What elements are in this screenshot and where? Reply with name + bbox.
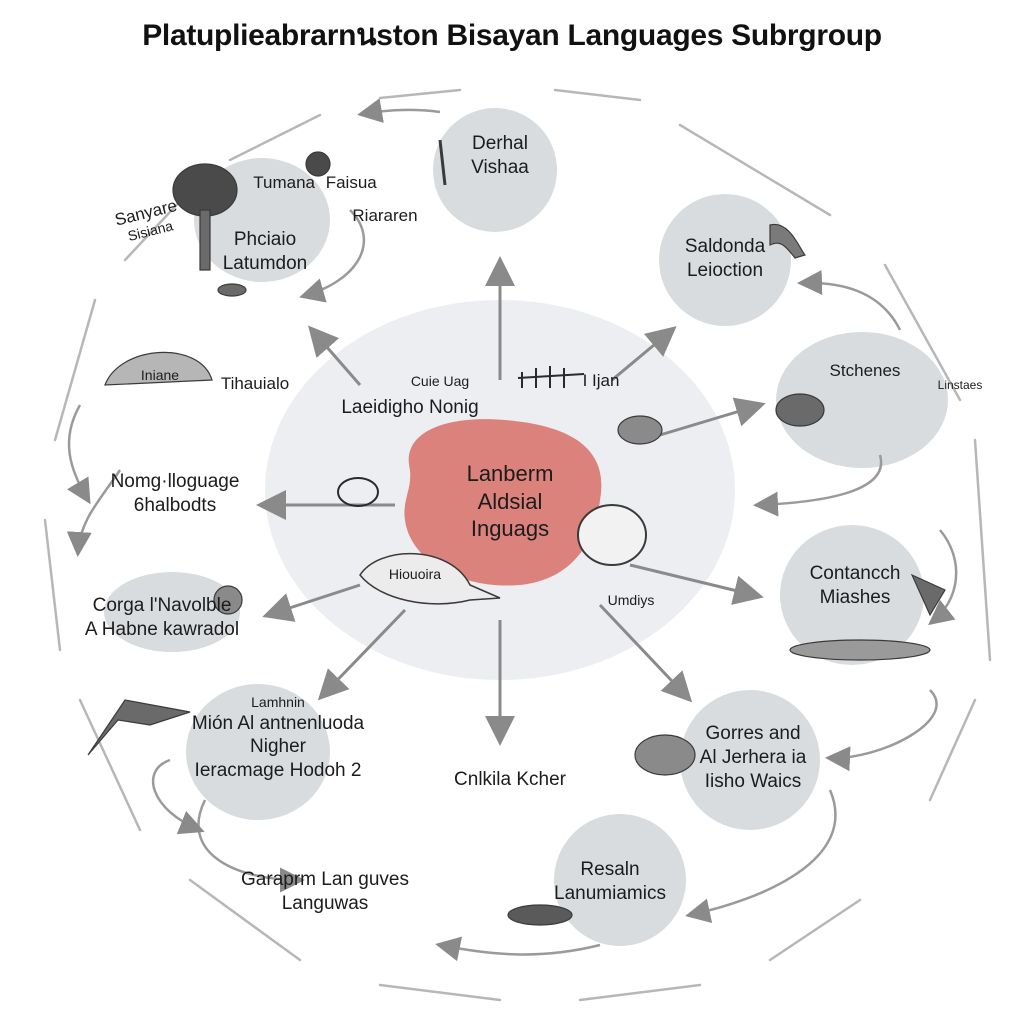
ll-line-3: Nigher [250, 736, 306, 758]
upper-right-label: Saldonda Leioction [660, 235, 790, 283]
node-top-label: Derhal Vishaa [440, 132, 560, 180]
beetle-icon [337, 477, 379, 507]
node-bottom-right [554, 814, 686, 946]
ring-arrows [66, 98, 958, 962]
node-upper-right [659, 194, 791, 326]
tree-icon [305, 151, 331, 177]
inner-bottom-right-label: Umdiys [607, 592, 655, 608]
rm-line-1: Contancch [809, 563, 901, 584]
rodent-icon [359, 552, 501, 605]
mll-line-2: A Habne kawradol [84, 618, 240, 640]
rl-line-2: Al Jerhera ia [699, 746, 807, 768]
lower-left-label: Lamhnin Mión Al antnenluoda Nigher Ierac… [178, 694, 378, 783]
br-line-1: Resaln [580, 859, 640, 880]
rhino-icon [634, 734, 696, 776]
ur-line-1: Saldonda [684, 236, 766, 257]
rl-line-1: Gorres and [705, 723, 801, 744]
pterosaur-icon [87, 699, 191, 756]
ll-line-4: Ieracmage Hodoh 2 [194, 760, 362, 781]
ll-line-2: Mión Al antnenluoda [191, 712, 365, 734]
bottom-center-label: Cnlkila Kcher [454, 769, 566, 790]
armadillo-icon [104, 351, 213, 386]
bl-line-2: Languwas [281, 892, 369, 914]
left-upper-label: Tihauialo [220, 374, 290, 393]
palm-icon [438, 139, 447, 186]
upper-left-mid-label: Phciaio Latumdon [200, 228, 330, 276]
bottom-right-label: Resaln Lanumiamics [545, 858, 675, 906]
right-lower-label: Gorres and Al Jerhera ia Iisho Waics [688, 722, 818, 793]
inner-topright-label: I Ijan [582, 371, 620, 390]
node-lower-left [186, 684, 330, 820]
right-upper-tag: Linstaes [937, 378, 983, 392]
node-right-lower [680, 690, 820, 830]
ll-line-1: Lamhnin [251, 694, 305, 710]
mound-icon [507, 904, 573, 926]
left-upper-inner-label: Iniane [140, 367, 180, 383]
node-right-upper [776, 332, 948, 468]
center-arrows [256, 256, 766, 746]
rm-line-2: Miashes [819, 586, 891, 608]
node-right-mid [780, 525, 924, 665]
fence-icon [517, 366, 585, 388]
trunk-icon [199, 209, 211, 271]
bl-line-1: Garaprm Lan guves [241, 869, 409, 890]
center-line-2: Aldsial [477, 488, 543, 514]
center-line-3: Inguags [470, 516, 550, 541]
ul-top-line-1: Tumana [253, 173, 315, 192]
mll-line-1: Corga l'Navolble [92, 595, 232, 616]
mid-left-lower-label: Corga l'Navolble A Habne kawradol [72, 594, 252, 642]
node-mid-left-lower [104, 572, 240, 652]
center-line-1: Lanberm [466, 461, 554, 486]
rl-line-3: Iisho Waics [704, 770, 802, 792]
bird-icon [910, 573, 946, 617]
inner-topleft-small-label: Cuie Uag [410, 373, 470, 389]
lizard-icon [769, 224, 807, 259]
node-top-line-1: Derhal [472, 133, 528, 154]
node-top-line-2: Vishaa [471, 156, 529, 178]
right-upper-label: Stchenes [829, 361, 901, 380]
upper-left-right-label: Riararen [352, 206, 418, 225]
node-circles [104, 108, 948, 946]
ul-mid-line-2: Latumdon [222, 252, 308, 274]
node-top [433, 108, 557, 232]
ul-top-line-2: Faisua [325, 173, 377, 192]
right-mid-label: Contancch Miashes [795, 562, 915, 610]
shrub-icon [789, 639, 931, 661]
ml-line-1: Nomg·lloguage [110, 471, 240, 492]
animal-icon [617, 415, 663, 445]
stone-icon [217, 283, 247, 297]
diagram-title: Platuplieabrarnนston Bisayan Languages S… [142, 19, 882, 52]
central-blob [404, 419, 602, 586]
bush-icon [213, 585, 243, 615]
mid-left-label: Nomg·lloguage 6halbodts [95, 470, 255, 518]
br-line-2: Lanumiamics [554, 882, 666, 904]
ul-mid-line-1: Phciaio [233, 229, 297, 250]
ur-line-2: Leioction [686, 259, 764, 281]
inner-bottom-small-label: Hiouoira [388, 566, 442, 582]
center-label: Lanberm Aldsial Inguags [440, 460, 580, 543]
creature-icon [577, 504, 647, 566]
ml-line-2: 6halbodts [133, 494, 217, 516]
inner-topleft-label: Laeidigho Nonig [341, 397, 479, 418]
upper-left-top-label: Tumana Faisua [245, 172, 385, 193]
bottom-left-label: Garaprm Lan guves Languwas [225, 868, 425, 916]
illustrations [87, 139, 946, 926]
rock-icon [775, 393, 825, 427]
